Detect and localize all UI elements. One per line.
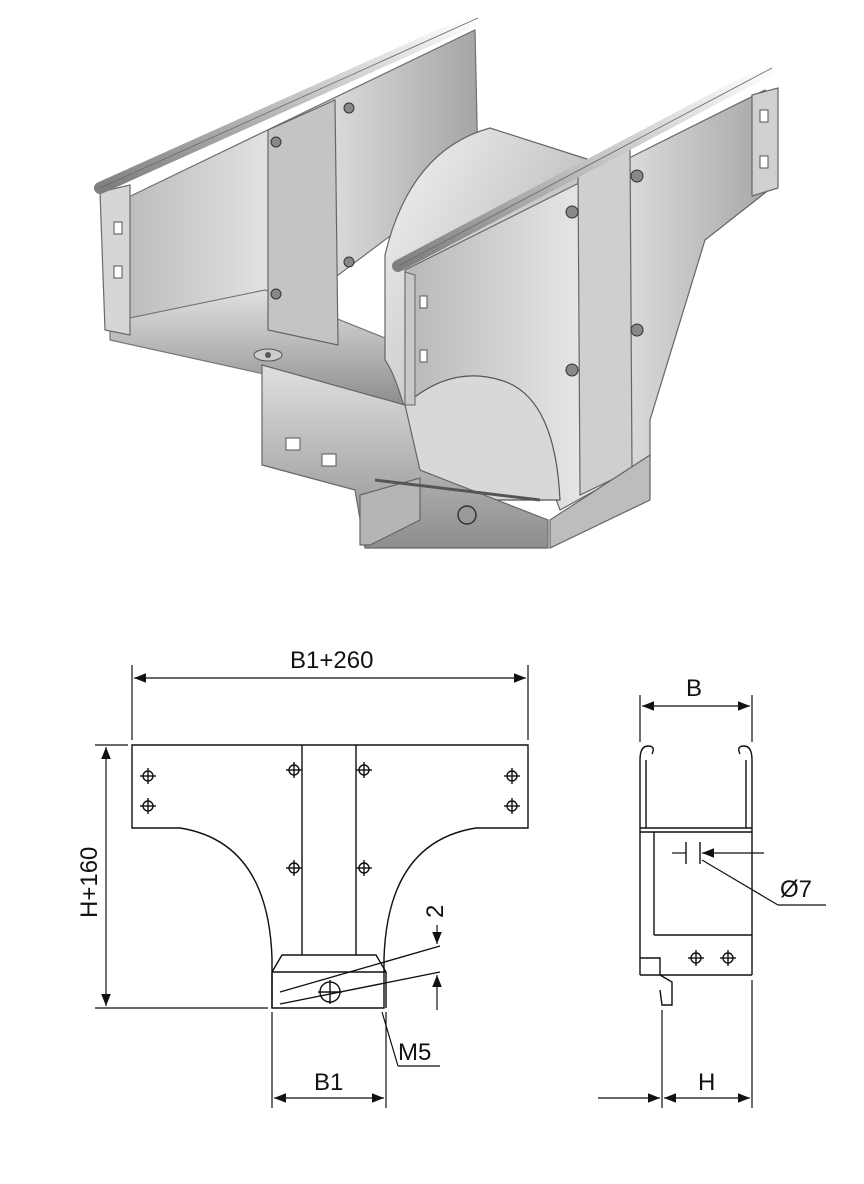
side-view-drawing <box>639 745 753 1006</box>
hole-mark <box>504 798 520 814</box>
product-3d-render <box>94 12 779 549</box>
front-view-dimensions <box>95 665 529 1108</box>
hole-mark <box>286 860 302 876</box>
front-view-drawing <box>131 744 529 1009</box>
dim-height-left-label: H+160 <box>76 847 103 918</box>
side-view-dimensions <box>598 695 826 1108</box>
hole-mark <box>504 768 520 784</box>
dim-width-bottom-label: B1 <box>314 1069 343 1096</box>
hole-mark <box>356 860 372 876</box>
side-view-holes <box>688 950 736 966</box>
hole-mark <box>286 762 302 778</box>
dim-width-top-label: B1+260 <box>290 647 373 674</box>
dim-side-width-label: B <box>686 675 702 702</box>
hole-mark <box>720 950 736 966</box>
hole-mark <box>356 762 372 778</box>
hole-mark <box>140 768 156 784</box>
dim-side-height-label: H <box>698 1069 715 1096</box>
bolt-size-label: M5 <box>398 1039 431 1066</box>
hole-diameter-label: Ø7 <box>780 876 812 903</box>
hole-mark <box>140 798 156 814</box>
front-view-holes <box>140 762 520 876</box>
dim-gap-label: 2 <box>422 905 449 918</box>
hole-mark <box>688 950 704 966</box>
